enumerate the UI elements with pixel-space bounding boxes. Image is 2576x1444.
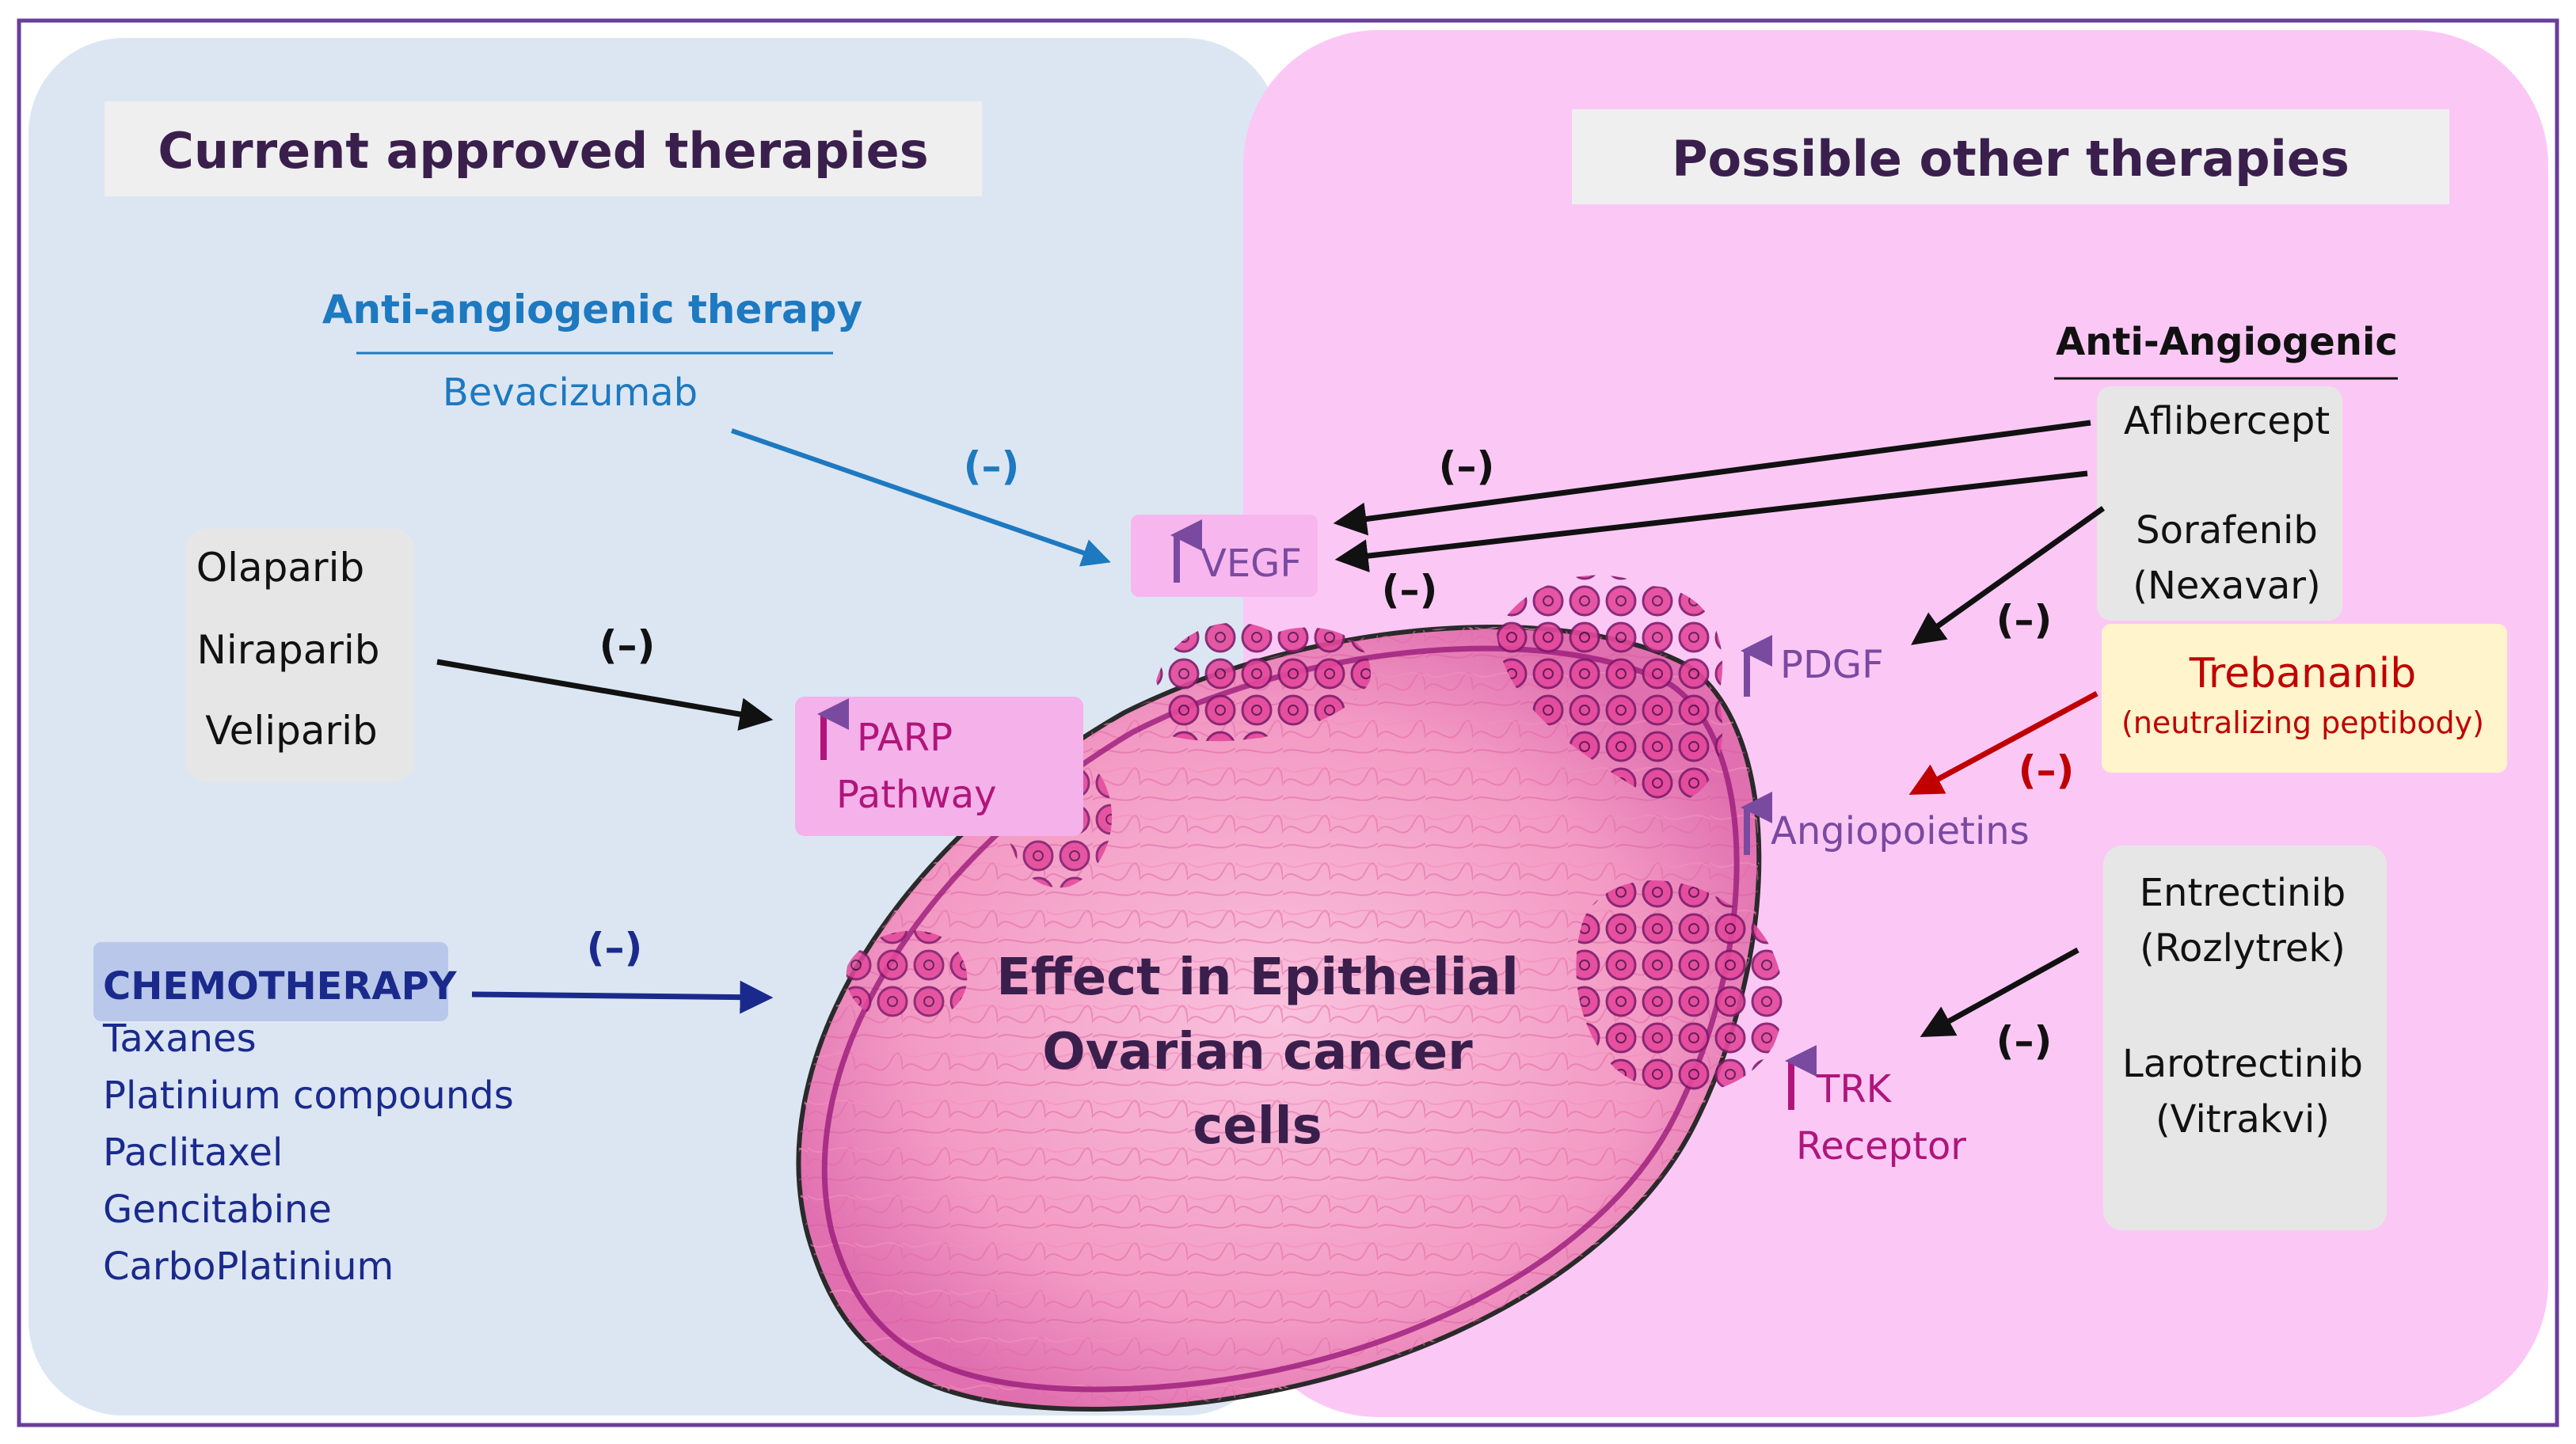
trebananib-label: Trebananib xyxy=(2189,650,2416,697)
parp-drug-3: Veliparib xyxy=(205,708,377,754)
parp-inhibition: (–) xyxy=(599,622,656,668)
chemo-drug-1: Taxanes xyxy=(102,1016,257,1061)
cell-vegf-inhibition: (–) xyxy=(1382,567,1438,613)
anti-angiogenic-drug-box xyxy=(2097,386,2342,621)
cell-label-line2: Ovarian cancer xyxy=(1042,1023,1473,1081)
sorafenib-inhibition: (–) xyxy=(1996,597,2053,643)
chemotherapy-arrow xyxy=(471,980,774,1014)
parp-pathway-label-2: Pathway xyxy=(836,773,997,817)
parp-inhibitor-box xyxy=(185,529,415,782)
parp-pathway-highlight xyxy=(795,697,1083,836)
nexavar-label: (Nexavar) xyxy=(2133,564,2320,608)
trebananib-inhibition: (–) xyxy=(2019,747,2075,793)
anti-angiogenic-right-heading: Anti-Angiogenic xyxy=(2056,320,2398,364)
vegf-label: VEGF xyxy=(1200,542,1302,586)
parp-drug-2: Niraparib xyxy=(196,627,379,673)
sorafenib-pdgf-arrow xyxy=(1911,506,2106,645)
right-panel-title: Possible other therapies xyxy=(1672,130,2350,188)
chemotherapy-highlight xyxy=(93,942,448,1021)
trebananib-note: (neutralizing peptibody) xyxy=(2121,705,2484,740)
aflibercept-label: Aflibercept xyxy=(2124,399,2330,443)
chemo-drug-3: Paclitaxel xyxy=(103,1130,283,1175)
left-title-box xyxy=(105,101,982,196)
chemotherapy-inhibition: (–) xyxy=(587,925,643,971)
sorafenib-label: Sorafenib xyxy=(2136,508,2318,553)
cluster-top-right xyxy=(1497,575,1723,803)
chemo-drug-4: Gencitabine xyxy=(103,1188,332,1232)
sorafenib-vegf-arrow xyxy=(1334,470,2088,573)
bevacizumab-label: Bevacizumab xyxy=(443,370,698,415)
cell-label-line1: Effect in Epithelial xyxy=(996,948,1519,1007)
bevacizumab-arrow xyxy=(731,428,1111,567)
bevacizumab-inhibition: (–) xyxy=(964,443,1020,489)
cluster-left-2 xyxy=(846,930,968,1023)
pdgf-label: PDGF xyxy=(1780,643,1884,687)
cluster-top-left xyxy=(1156,622,1371,742)
vitrakvi-label: (Vitrakvi) xyxy=(2156,1097,2330,1142)
left-panel-title: Current approved therapies xyxy=(158,122,928,180)
larotrectinib-label: Larotrectinib xyxy=(2122,1042,2363,1086)
chemo-drug-2: Platinium compounds xyxy=(103,1074,514,1118)
parp-pathway-label-1: PARP xyxy=(857,716,953,760)
anti-angiogenic-heading: Anti-angiogenic therapy xyxy=(322,287,862,332)
chemotherapy-heading: CHEMOTHERAPY xyxy=(103,964,458,1009)
right-title-box xyxy=(1572,109,2449,204)
chemo-drug-5: CarboPlatinium xyxy=(103,1244,394,1289)
trk-inhibitor-box xyxy=(2103,846,2387,1230)
trebananib-box xyxy=(2102,624,2507,773)
parp-arrow xyxy=(436,659,774,731)
trk-label-2: Receptor xyxy=(1796,1124,1966,1168)
parp-drug-1: Olaparib xyxy=(196,545,364,591)
trk-label-1: TRK xyxy=(1816,1067,1893,1112)
cluster-right xyxy=(1576,880,1783,1094)
trk-inhibition: (–) xyxy=(1996,1018,2053,1064)
entrectinib-label: Entrectinib xyxy=(2140,871,2346,915)
trk-inhibitor-arrow xyxy=(1920,947,2079,1038)
aflibercept-arrow xyxy=(1333,420,2091,536)
aflibercept-inhibition: (–) xyxy=(1439,443,1495,489)
angiopoietins-label: Angiopoietins xyxy=(1771,809,2030,853)
rozlytrek-label: (Rozlytrek) xyxy=(2140,926,2346,971)
cell-label-line3: cells xyxy=(1193,1097,1322,1156)
trebananib-arrow xyxy=(1908,690,2098,795)
